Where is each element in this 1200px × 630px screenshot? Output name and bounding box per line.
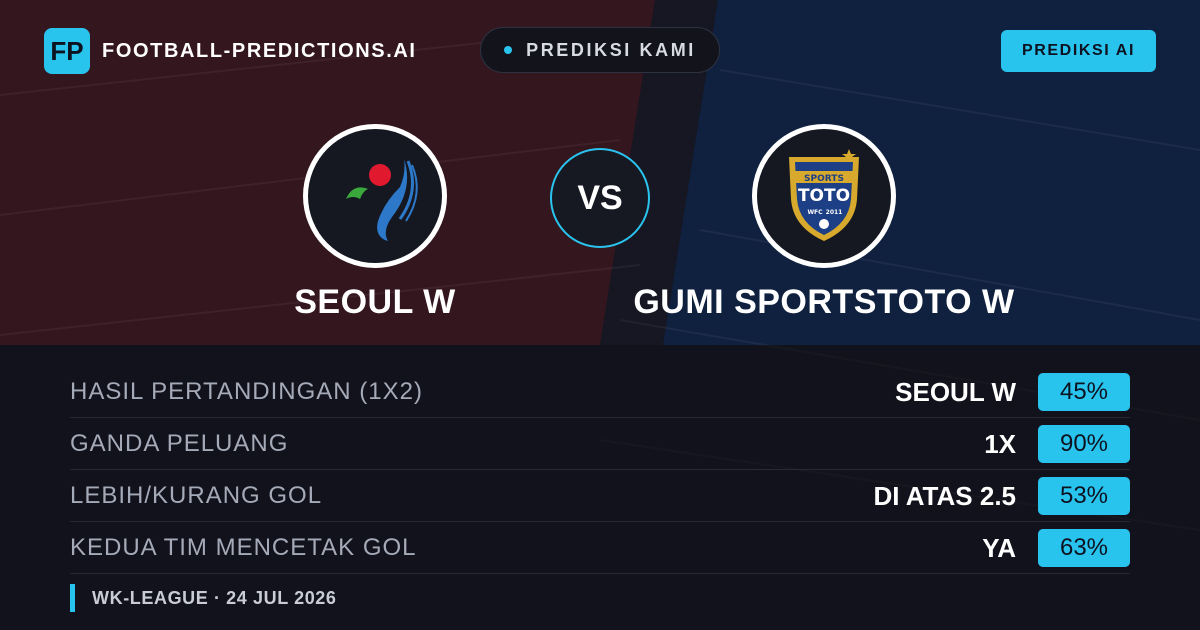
home-team-name: SEOUL W: [294, 283, 456, 321]
row-divider: [70, 521, 1130, 522]
footer-accent-bar: [70, 584, 75, 612]
crest-text-wfc: WFC: [807, 209, 823, 216]
home-team-crest: [303, 124, 447, 268]
prediction-row-1x2[interactable]: HASIL PERTANDINGAN (1X2) SEOUL W 45%: [70, 366, 1130, 418]
crest-text-toto: TOTO: [798, 186, 850, 206]
row-divider: [70, 573, 1130, 574]
crest-text-sports: SPORTS: [804, 174, 844, 184]
versus-badge: VS: [550, 148, 650, 248]
away-team-name: GUMI SPORTSTOTO W: [633, 283, 1015, 321]
pill-label: PREDIKSI KAMI: [526, 39, 696, 60]
prediction-pick: SEOUL W: [895, 377, 1016, 407]
probability-badge: 53%: [1038, 477, 1130, 515]
crest-text-year: 2011: [826, 209, 843, 216]
gumi-crest-icon: SPORTS TOTO WFC 2011: [789, 149, 859, 241]
away-team-crest: SPORTS TOTO WFC 2011: [752, 124, 896, 268]
brand-logo[interactable]: FP: [44, 28, 90, 74]
prediction-pick: YA: [982, 533, 1016, 563]
our-prediction-pill[interactable]: PREDIKSI KAMI: [480, 27, 720, 73]
row-divider: [70, 417, 1130, 418]
lower-panel: [0, 345, 1200, 630]
probability-badge: 90%: [1038, 425, 1130, 463]
row-divider: [70, 469, 1130, 470]
ai-prediction-button[interactable]: PREDIKSI AI: [1001, 30, 1156, 72]
brand-name[interactable]: FOOTBALL-PREDICTIONS.AI: [102, 40, 417, 62]
prediction-label: HASIL PERTANDINGAN (1X2): [70, 378, 423, 405]
prediction-row-double-chance[interactable]: GANDA PELUANG 1X 90%: [70, 418, 1130, 470]
league-date: WK-LEAGUE · 24 JUL 2026: [92, 588, 337, 608]
seoul-crest-icon: [346, 159, 418, 241]
status-dot-icon: [504, 46, 513, 54]
center-gap: [600, 0, 718, 345]
probability-badge: 63%: [1038, 529, 1130, 567]
prediction-label: LEBIH/KURANG GOL: [70, 482, 323, 509]
prediction-label: GANDA PELUANG: [70, 430, 289, 457]
prediction-row-btts[interactable]: KEDUA TIM MENCETAK GOL YA 63%: [70, 522, 1130, 574]
probability-badge: 45%: [1038, 373, 1130, 411]
prediction-pick: 1X: [984, 429, 1016, 459]
prediction-pick: DI ATAS 2.5: [873, 481, 1016, 511]
prediction-label: KEDUA TIM MENCETAK GOL: [70, 534, 417, 561]
prediction-row-over-under[interactable]: LEBIH/KURANG GOL DI ATAS 2.5 53%: [70, 470, 1130, 522]
